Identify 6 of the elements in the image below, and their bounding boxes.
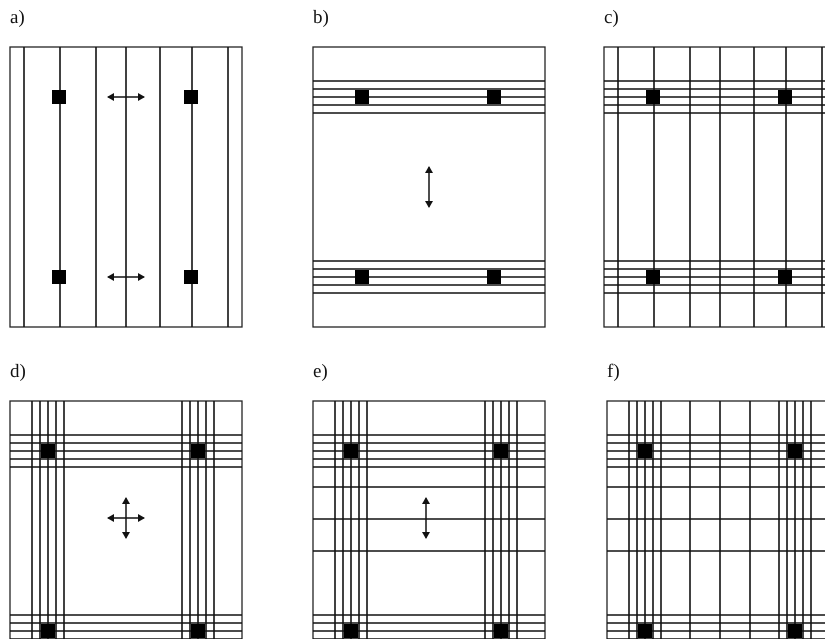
panel-label: b) — [313, 8, 329, 27]
panel-label: f) — [607, 362, 620, 381]
panel-label: c) — [604, 8, 619, 27]
panel-label: a) — [10, 8, 25, 27]
panel-label: d) — [10, 362, 26, 381]
panel-label: e) — [313, 362, 328, 381]
